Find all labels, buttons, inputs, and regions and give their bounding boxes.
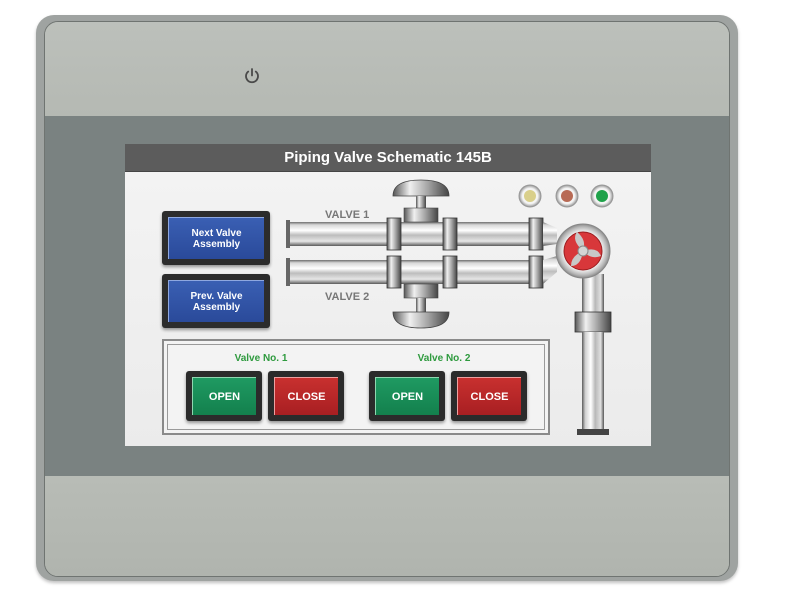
- bezel-top: [45, 22, 729, 116]
- valve-1-open-label: OPEN: [192, 377, 256, 415]
- page-title: Piping Valve Schematic 145B: [125, 144, 651, 172]
- valve-2-open-label: OPEN: [375, 377, 439, 415]
- pipe-1: [288, 222, 538, 246]
- indicator-green-icon: [590, 184, 614, 208]
- valve-2-close-button[interactable]: CLOSE: [451, 371, 527, 421]
- valve-1-group-title: Valve No. 1: [234, 353, 288, 364]
- valve-1-close-button[interactable]: CLOSE: [268, 371, 344, 421]
- valve-2-label: VALVE 2: [325, 291, 370, 303]
- piping-schematic: [286, 179, 614, 435]
- next-valve-assembly-button[interactable]: Next Valve Assembly: [162, 211, 270, 265]
- valve-2-open-button[interactable]: OPEN: [369, 371, 445, 421]
- valve-2-group-title: Valve No. 2: [417, 353, 471, 364]
- indicator-yellow-icon: [518, 184, 542, 208]
- indicator-red-icon: [555, 184, 579, 208]
- power-icon[interactable]: [243, 67, 261, 85]
- valve-1-close-label: CLOSE: [274, 377, 338, 415]
- outlet-pipe: [582, 332, 604, 432]
- pipe-2: [288, 260, 538, 284]
- pump-impeller-icon: [555, 223, 611, 279]
- valve-control-panel: Valve No. 1 OPEN CLOSE Valve No. 2 OPEN …: [162, 339, 550, 435]
- valve-1-label: VALVE 1: [325, 209, 370, 221]
- valve-2-close-label: CLOSE: [457, 377, 521, 415]
- next-valve-assembly-label: Next Valve Assembly: [168, 217, 264, 259]
- outlet-flange: [574, 311, 612, 333]
- prev-valve-assembly-label: Prev. Valve Assembly: [168, 280, 264, 322]
- touch-screen: Piping Valve Schematic 145B: [125, 144, 651, 446]
- prev-valve-assembly-button[interactable]: Prev. Valve Assembly: [162, 274, 270, 328]
- bezel-bottom: [45, 476, 729, 576]
- valve-1-open-button[interactable]: OPEN: [186, 371, 262, 421]
